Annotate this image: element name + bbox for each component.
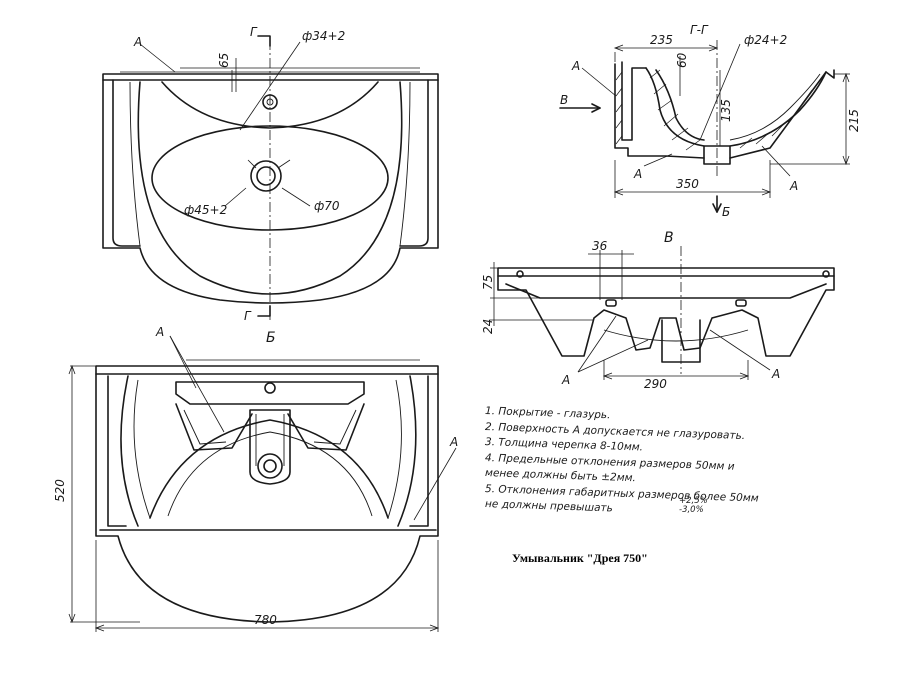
tolerance: +2,5% -3,0% <box>679 497 708 515</box>
tolerance-upper: +2,5% <box>679 496 708 506</box>
dim-d34: ф34+2 <box>302 29 345 43</box>
view-v <box>490 246 835 380</box>
section-mark-top: Г <box>250 25 258 39</box>
dim-235: 235 <box>650 33 673 47</box>
view-b-label: Б <box>266 330 276 346</box>
dim-290: 290 <box>644 377 667 391</box>
section-view <box>559 40 850 213</box>
view-v-label-a-left: А <box>561 373 570 387</box>
view-v-arrow-label: В <box>560 93 568 107</box>
dim-d45: ф45+2 <box>184 203 227 217</box>
view-b-arrow-label: Б <box>722 205 730 219</box>
dim-780: 780 <box>254 613 277 627</box>
section-mark-bottom: Г <box>244 309 252 323</box>
drawing-title: Умывальник "Дрея 750" <box>512 551 648 565</box>
bottom-label-a: А <box>155 325 164 339</box>
dim-24: 24 <box>481 319 495 334</box>
section-label-a-left: А <box>571 59 580 73</box>
section-label-a-right: А <box>789 179 798 193</box>
dim-60: 60 <box>675 52 689 68</box>
dim-215: 215 <box>847 109 861 132</box>
dim-36: 36 <box>592 239 608 253</box>
bottom-view <box>68 335 457 632</box>
dim-65: 65 <box>217 53 231 68</box>
dim-520: 520 <box>53 479 67 502</box>
view-v-title: В <box>664 230 674 246</box>
view-v-label-a-right: А <box>771 367 780 381</box>
section-title: Г-Г <box>690 23 709 37</box>
plan-label-a: А <box>133 35 142 49</box>
tolerance-lower: -3,0% <box>679 505 704 515</box>
dim-d70: ф70 <box>314 199 340 213</box>
bottom-label-a-right: А <box>449 435 458 449</box>
dim-135: 135 <box>719 99 733 122</box>
section-label-a-bottom: А <box>633 167 642 181</box>
plan-view <box>102 35 439 320</box>
dim-d24: ф24+2 <box>744 33 787 47</box>
dim-75: 75 <box>481 275 495 290</box>
dim-350: 350 <box>676 177 699 191</box>
